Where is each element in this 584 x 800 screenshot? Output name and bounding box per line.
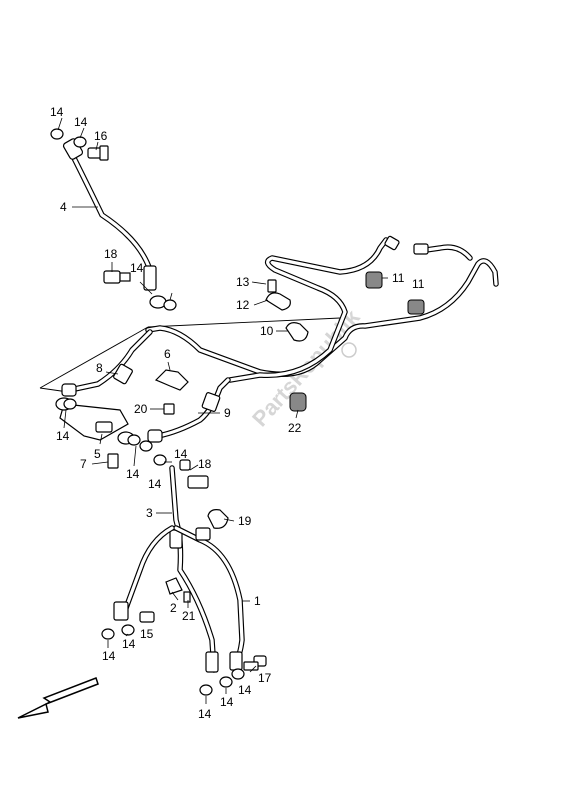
callout-11: 11	[412, 277, 425, 291]
clamp-2	[165, 577, 183, 595]
callout-18: 18	[198, 457, 212, 471]
callout-9: 9	[224, 406, 231, 420]
callout-14: 14	[238, 683, 252, 697]
callout-2: 2	[170, 601, 177, 615]
bolt-7	[107, 453, 119, 469]
bolt-21	[183, 591, 191, 603]
washers-bottom	[101, 624, 245, 696]
callout-13: 13	[236, 275, 250, 289]
callout-20: 20	[134, 402, 148, 416]
callout-17: 17	[258, 671, 272, 685]
union-bolt-16	[87, 145, 109, 161]
callout-14: 14	[220, 695, 234, 709]
callout-22: 22	[288, 421, 302, 435]
grommet-19	[207, 509, 229, 529]
grommet-22	[289, 392, 307, 412]
front-arrow-icon	[17, 677, 99, 719]
brake-hose-8	[61, 329, 153, 397]
callout-5: 5	[94, 447, 101, 461]
union-bolt-15	[139, 611, 155, 623]
callout-8: 8	[96, 361, 103, 375]
clamp-11b	[407, 299, 425, 315]
callout-14: 14	[174, 447, 188, 461]
callout-14: 14	[56, 429, 70, 443]
callout-11: 11	[392, 271, 405, 285]
brake-hose-3	[169, 465, 219, 673]
callout-19: 19	[238, 514, 252, 528]
brake-pipe	[145, 235, 499, 383]
union-bolt-18-mid	[179, 459, 209, 489]
brake-hose-1	[173, 525, 245, 671]
leader-lines	[57, 117, 388, 704]
bolt-13	[267, 279, 277, 293]
clamp-10	[285, 322, 309, 342]
callout-labels: 14 14 16 4 18 14 13 11 11 12 10 6 8 20 9…	[50, 105, 425, 721]
callout-7: 7	[80, 457, 87, 471]
union-bolt-18-upper	[103, 270, 131, 284]
bracket-6	[154, 369, 189, 391]
callout-10: 10	[260, 324, 274, 338]
callout-14: 14	[74, 115, 88, 129]
callout-14: 14	[122, 637, 136, 651]
callout-12: 12	[236, 298, 250, 312]
union-bolt-17	[243, 655, 267, 671]
callout-15: 15	[140, 627, 154, 641]
brake-hose-left	[113, 525, 175, 621]
clamp-11a	[365, 271, 383, 289]
bolt-20	[163, 403, 175, 415]
callout-14: 14	[126, 467, 140, 481]
callout-16: 16	[94, 129, 108, 143]
callout-14: 14	[198, 707, 212, 721]
callout-14: 14	[50, 105, 64, 119]
callout-4: 4	[60, 200, 67, 214]
callout-14: 14	[148, 477, 162, 491]
callout-3: 3	[146, 506, 153, 520]
callout-18: 18	[104, 247, 118, 261]
clamp-12	[265, 292, 291, 311]
callout-14: 14	[102, 649, 116, 663]
callout-1: 1	[254, 594, 261, 608]
brake-hose-9	[147, 377, 231, 443]
callout-21: 21	[182, 609, 196, 623]
callout-6: 6	[164, 347, 171, 361]
callout-14: 14	[130, 261, 144, 275]
washer-group-top	[50, 128, 177, 311]
washers-mid	[63, 398, 167, 466]
